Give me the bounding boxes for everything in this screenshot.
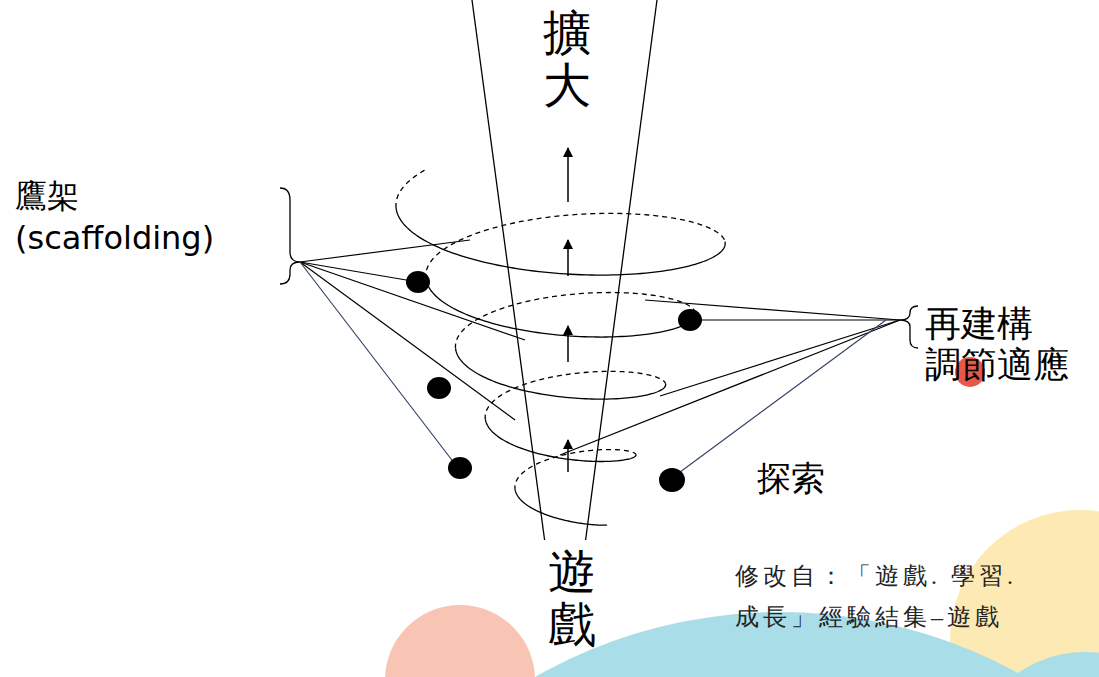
coil-segment xyxy=(515,450,636,491)
spiral-dot xyxy=(406,271,702,492)
leader-lines xyxy=(560,300,900,478)
brace xyxy=(900,306,918,348)
coil-segment xyxy=(456,349,666,400)
brace xyxy=(280,188,300,284)
cone-line xyxy=(586,0,657,540)
coil-segment xyxy=(485,371,665,419)
side-label: 探索 xyxy=(757,458,825,499)
growth-arrow xyxy=(567,148,569,202)
side-label: 再建構 調節適應 xyxy=(925,303,1077,386)
deco-circle xyxy=(385,605,535,677)
growth-arrow xyxy=(567,440,569,472)
coil-segment xyxy=(396,169,427,208)
source-caption: 修改自：「遊戲. 學習. 成長」經驗結集–遊戲 xyxy=(735,556,1035,638)
coil-segment xyxy=(396,208,725,275)
axis-label: 遊戲 xyxy=(548,545,596,651)
cone-line xyxy=(472,0,545,540)
growth-arrow xyxy=(567,326,569,362)
side-label: 鷹架 (scaffolding) xyxy=(15,176,277,259)
coil-segment xyxy=(515,490,606,525)
coil-segment xyxy=(426,279,696,337)
growth-arrow xyxy=(567,240,569,276)
axis-label: 擴大 xyxy=(543,6,591,112)
leader-lines xyxy=(300,240,525,468)
spiral-coil xyxy=(396,169,725,525)
deco-circle xyxy=(967,652,1099,677)
coil-segment xyxy=(426,213,725,279)
